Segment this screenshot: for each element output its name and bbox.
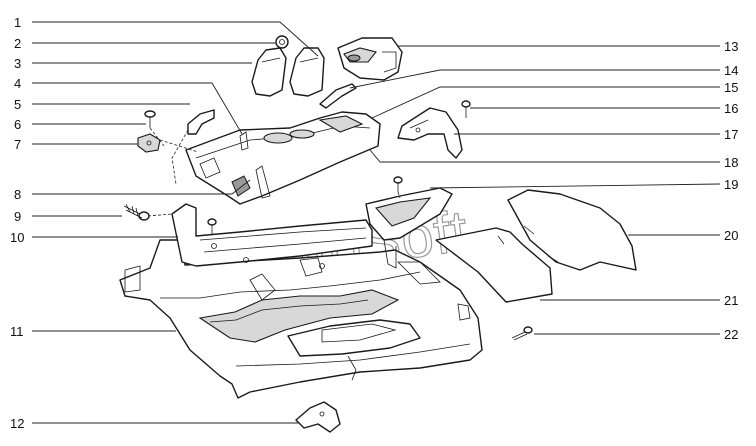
screw-22-part xyxy=(511,326,533,341)
assembly-guide-lines xyxy=(147,127,401,217)
callout-15: 15 xyxy=(724,80,738,95)
callout-numbers-right: 13 14 15 16 17 18 19 20 21 22 xyxy=(724,39,738,342)
callout-9: 9 xyxy=(14,209,21,224)
callout-19: 19 xyxy=(724,177,738,192)
callout-11: 11 xyxy=(10,324,24,339)
callout-12: 12 xyxy=(10,416,24,431)
small-bracket-12-part xyxy=(295,401,341,433)
clip-nut-part xyxy=(137,133,161,153)
screw-6-part xyxy=(144,110,156,128)
screw-16-part xyxy=(461,100,471,118)
callout-20: 20 xyxy=(724,228,738,243)
side-bracket-part xyxy=(397,107,463,159)
callout-14: 14 xyxy=(724,63,738,78)
callout-6: 6 xyxy=(14,117,21,132)
console-trim-strip-part xyxy=(319,83,357,109)
callout-13: 13 xyxy=(724,39,738,54)
side-trim-panel-part xyxy=(171,203,373,269)
center-console-part xyxy=(185,111,381,205)
front-floor-mat-part xyxy=(435,227,553,303)
callout-21: 21 xyxy=(724,293,738,308)
lever-boots-part xyxy=(251,47,325,97)
screw-18-part xyxy=(393,176,403,192)
callout-18: 18 xyxy=(724,155,738,170)
callout-10: 10 xyxy=(10,230,24,245)
right-trim-part xyxy=(365,187,453,269)
callout-4: 4 xyxy=(14,76,21,91)
callout-8: 8 xyxy=(14,187,21,202)
callout-16: 16 xyxy=(724,101,738,116)
callout-2: 2 xyxy=(14,36,21,51)
fastener-4-part xyxy=(239,131,249,151)
rear-floor-mat-part xyxy=(507,189,637,271)
floor-carpet-part xyxy=(119,239,483,399)
leader-lines-left xyxy=(32,21,319,424)
leader-lines-right xyxy=(349,45,721,335)
callout-22: 22 xyxy=(724,327,738,342)
screw-15-part xyxy=(207,218,217,234)
callout-7: 7 xyxy=(14,137,21,152)
console-rear-cover-part xyxy=(337,37,403,81)
bracket-part xyxy=(187,109,215,135)
callout-numbers-left: 1 2 3 4 5 6 7 8 9 10 11 12 xyxy=(10,15,24,431)
callout-3: 3 xyxy=(14,56,21,71)
ring-clip-part xyxy=(275,35,289,49)
screw-9-part xyxy=(123,203,150,221)
callout-1: 1 xyxy=(14,15,21,30)
callout-17: 17 xyxy=(724,127,738,142)
callout-5: 5 xyxy=(14,97,21,112)
